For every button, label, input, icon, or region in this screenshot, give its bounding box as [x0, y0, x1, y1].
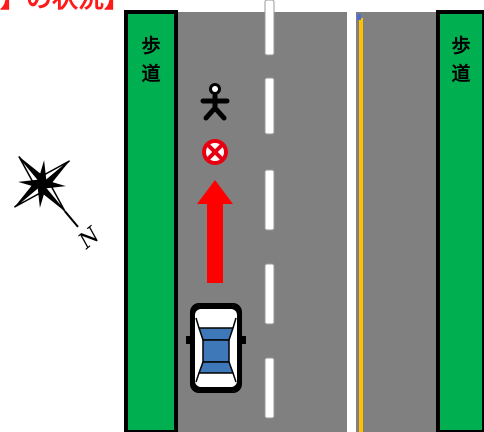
sidewalk-right-label: 歩 道: [446, 32, 476, 88]
lane-divider-line: [347, 0, 356, 432]
center-line: [359, 18, 363, 432]
sidewalk-left-label: 歩 道: [136, 32, 166, 88]
no-entry-sign-icon: [202, 139, 228, 165]
car-icon: [186, 303, 246, 393]
